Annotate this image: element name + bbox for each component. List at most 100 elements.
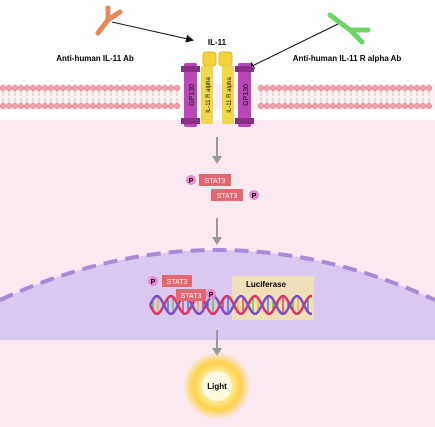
lipid-head	[17, 102, 25, 110]
lipid-head	[335, 102, 343, 110]
lipid-head	[0, 102, 7, 110]
lipid-head	[41, 102, 49, 110]
lipid-head	[275, 102, 283, 110]
lipid-head	[341, 84, 349, 92]
lipid-head	[89, 102, 97, 110]
lipid-head	[95, 102, 103, 110]
lipid-head	[47, 102, 55, 110]
il11-label: IL-11	[208, 38, 227, 47]
lipid-head	[371, 102, 379, 110]
lipid-head	[335, 84, 343, 92]
nucleus	[0, 250, 435, 340]
stat3-label: STAT3	[181, 293, 202, 300]
light-label: Light	[207, 382, 227, 391]
lipid-head	[419, 102, 427, 110]
lipid-head	[269, 84, 277, 92]
phospho-label: P	[252, 193, 257, 200]
lipid-head	[353, 102, 361, 110]
gp130-left-label: GP130	[189, 84, 196, 106]
il11-r-alpha-left	[201, 66, 213, 124]
lipid-head	[413, 102, 421, 110]
lipid-head	[377, 102, 385, 110]
stat3-label: STAT3	[167, 279, 188, 286]
lipid-head	[359, 84, 367, 92]
il11-r-alpha-right	[222, 66, 234, 124]
lipid-head	[53, 102, 61, 110]
lipid-head	[143, 84, 151, 92]
lipid-head	[425, 84, 433, 92]
gp130-left	[181, 63, 200, 127]
anti-il11-ab-label: Anti-human IL-11 Ab	[56, 54, 134, 63]
lipid-head	[281, 102, 289, 110]
lipid-head	[131, 84, 139, 92]
lipid-head	[395, 84, 403, 92]
lipid-head	[281, 84, 289, 92]
lipid-head	[389, 84, 397, 92]
anti-il11r-alpha-ab-label: Anti-human IL-11 R alpha Ab	[293, 54, 402, 63]
lipid-head	[383, 102, 391, 110]
lipid-head	[323, 84, 331, 92]
lipid-head	[29, 102, 37, 110]
lipid-head	[383, 84, 391, 92]
lipid-head	[263, 84, 271, 92]
lipid-head	[5, 102, 13, 110]
lipid-head	[347, 84, 355, 92]
lipid-head	[71, 102, 79, 110]
lipid-head	[353, 84, 361, 92]
lipid-head	[107, 102, 115, 110]
lipid-head	[299, 84, 307, 92]
lipid-head	[65, 102, 73, 110]
lipid-head	[329, 102, 337, 110]
il11-ligand	[202, 51, 233, 67]
lipid-head	[161, 84, 169, 92]
antibody-arrow-left	[111, 21, 194, 43]
lipid-head	[71, 84, 79, 92]
lipid-head	[101, 102, 109, 110]
lipid-head	[5, 84, 13, 92]
lipid-head	[401, 84, 409, 92]
lipid-head	[53, 84, 61, 92]
plasma-membrane	[0, 84, 435, 110]
lipid-head	[77, 102, 85, 110]
stat3-dimer-cytoplasm: P STAT3 STAT3 P	[186, 174, 259, 201]
il11-r-alpha-left-label: IL-11 R alpha	[206, 77, 212, 113]
lipid-head	[365, 84, 373, 92]
phospho-label: P	[189, 178, 194, 185]
lipid-head	[35, 102, 43, 110]
lipid-head	[47, 84, 55, 92]
lipid-head	[317, 102, 325, 110]
lipid-head	[95, 84, 103, 92]
lipid-head	[125, 84, 133, 92]
lipid-head	[347, 102, 355, 110]
stat3-dimer-nucleus: P STAT3 STAT3 P	[148, 275, 216, 301]
lipid-head	[149, 102, 157, 110]
lipid-head	[269, 102, 277, 110]
lipid-head	[107, 84, 115, 92]
il11-r-alpha-right-label: IL-11 R alpha	[227, 77, 233, 113]
lipid-head	[167, 84, 175, 92]
lipid-head	[167, 102, 175, 110]
lipid-head	[257, 84, 265, 92]
anti-il11-antibody-icon	[95, 5, 123, 36]
lipid-head	[323, 102, 331, 110]
lipid-head	[287, 102, 295, 110]
lipid-head	[173, 102, 181, 110]
lipid-head	[425, 102, 433, 110]
lipid-head	[311, 84, 319, 92]
lipid-head	[143, 102, 151, 110]
gp130-right	[235, 63, 254, 127]
lipid-head	[287, 84, 295, 92]
lipid-head	[83, 102, 91, 110]
lipid-head	[371, 84, 379, 92]
lipid-head	[131, 102, 139, 110]
lipid-head	[101, 84, 109, 92]
phospho-label: P	[151, 279, 156, 286]
lipid-head	[293, 102, 301, 110]
dna-helix	[148, 294, 312, 316]
lipid-head	[0, 84, 7, 92]
lipid-head	[65, 84, 73, 92]
lipid-head	[293, 84, 301, 92]
lipid-head	[29, 84, 37, 92]
